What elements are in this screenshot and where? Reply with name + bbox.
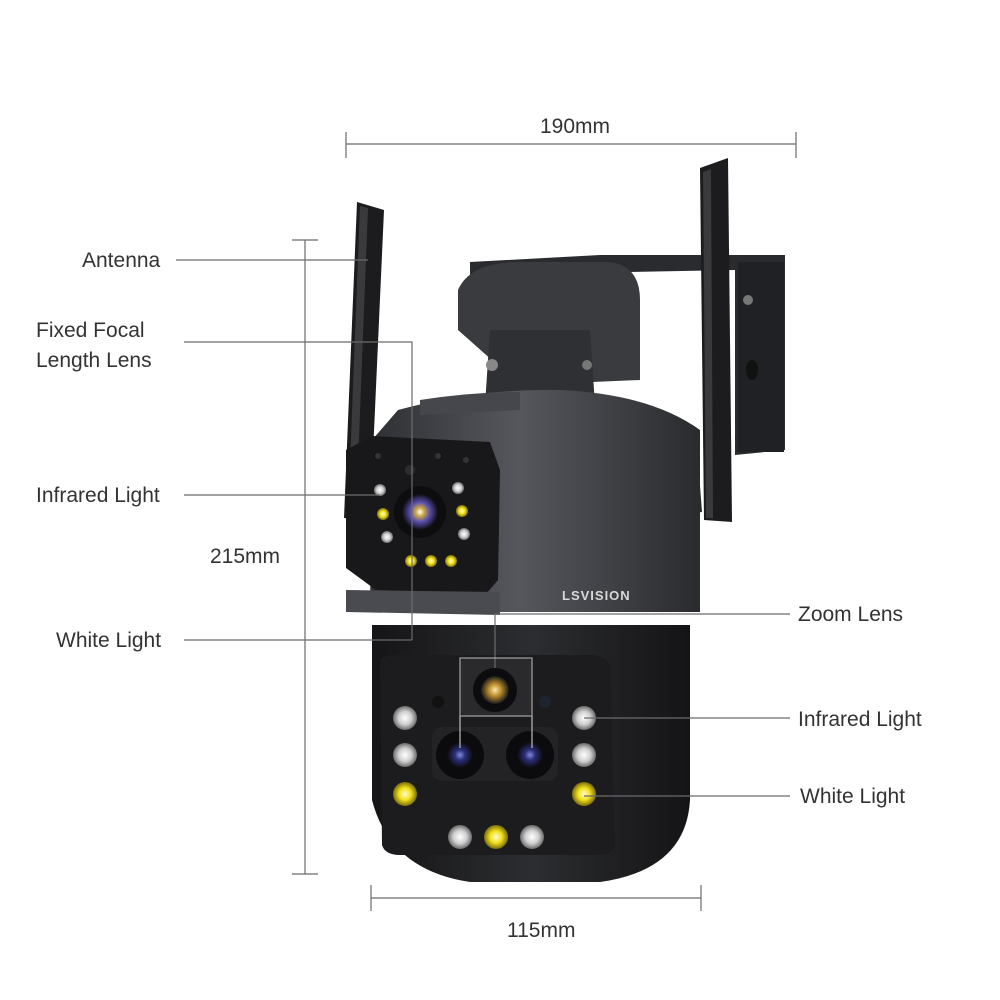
label-white-left: White Light [56,629,162,652]
label-infrared-left: Infrared Light [36,484,160,507]
label-white-right: White Light [800,785,906,808]
leader-zoom [494,613,790,668]
label-fixed-focal-line2: Length Lens [36,349,152,372]
height-dimension-label: 215mm [210,545,281,568]
dimension-lines [292,132,797,911]
label-zoom-lens: Zoom Lens [798,603,904,626]
brand-logo: LSVISION [562,588,631,603]
leader-fixed-focal [184,341,413,640]
antenna-left [344,202,384,520]
label-antenna: Antenna [82,249,161,272]
label-infrared-right: Infrared Light [798,708,922,731]
dome-body [372,625,690,882]
wall-bracket [458,255,785,455]
label-fixed-focal-line1: Fixed Focal [36,319,145,342]
depth-dimension-label: 115mm [507,919,576,942]
leader-lines [176,259,790,797]
fixed-lens-housing [346,436,500,615]
width-dimension-label: 190mm [540,115,611,138]
